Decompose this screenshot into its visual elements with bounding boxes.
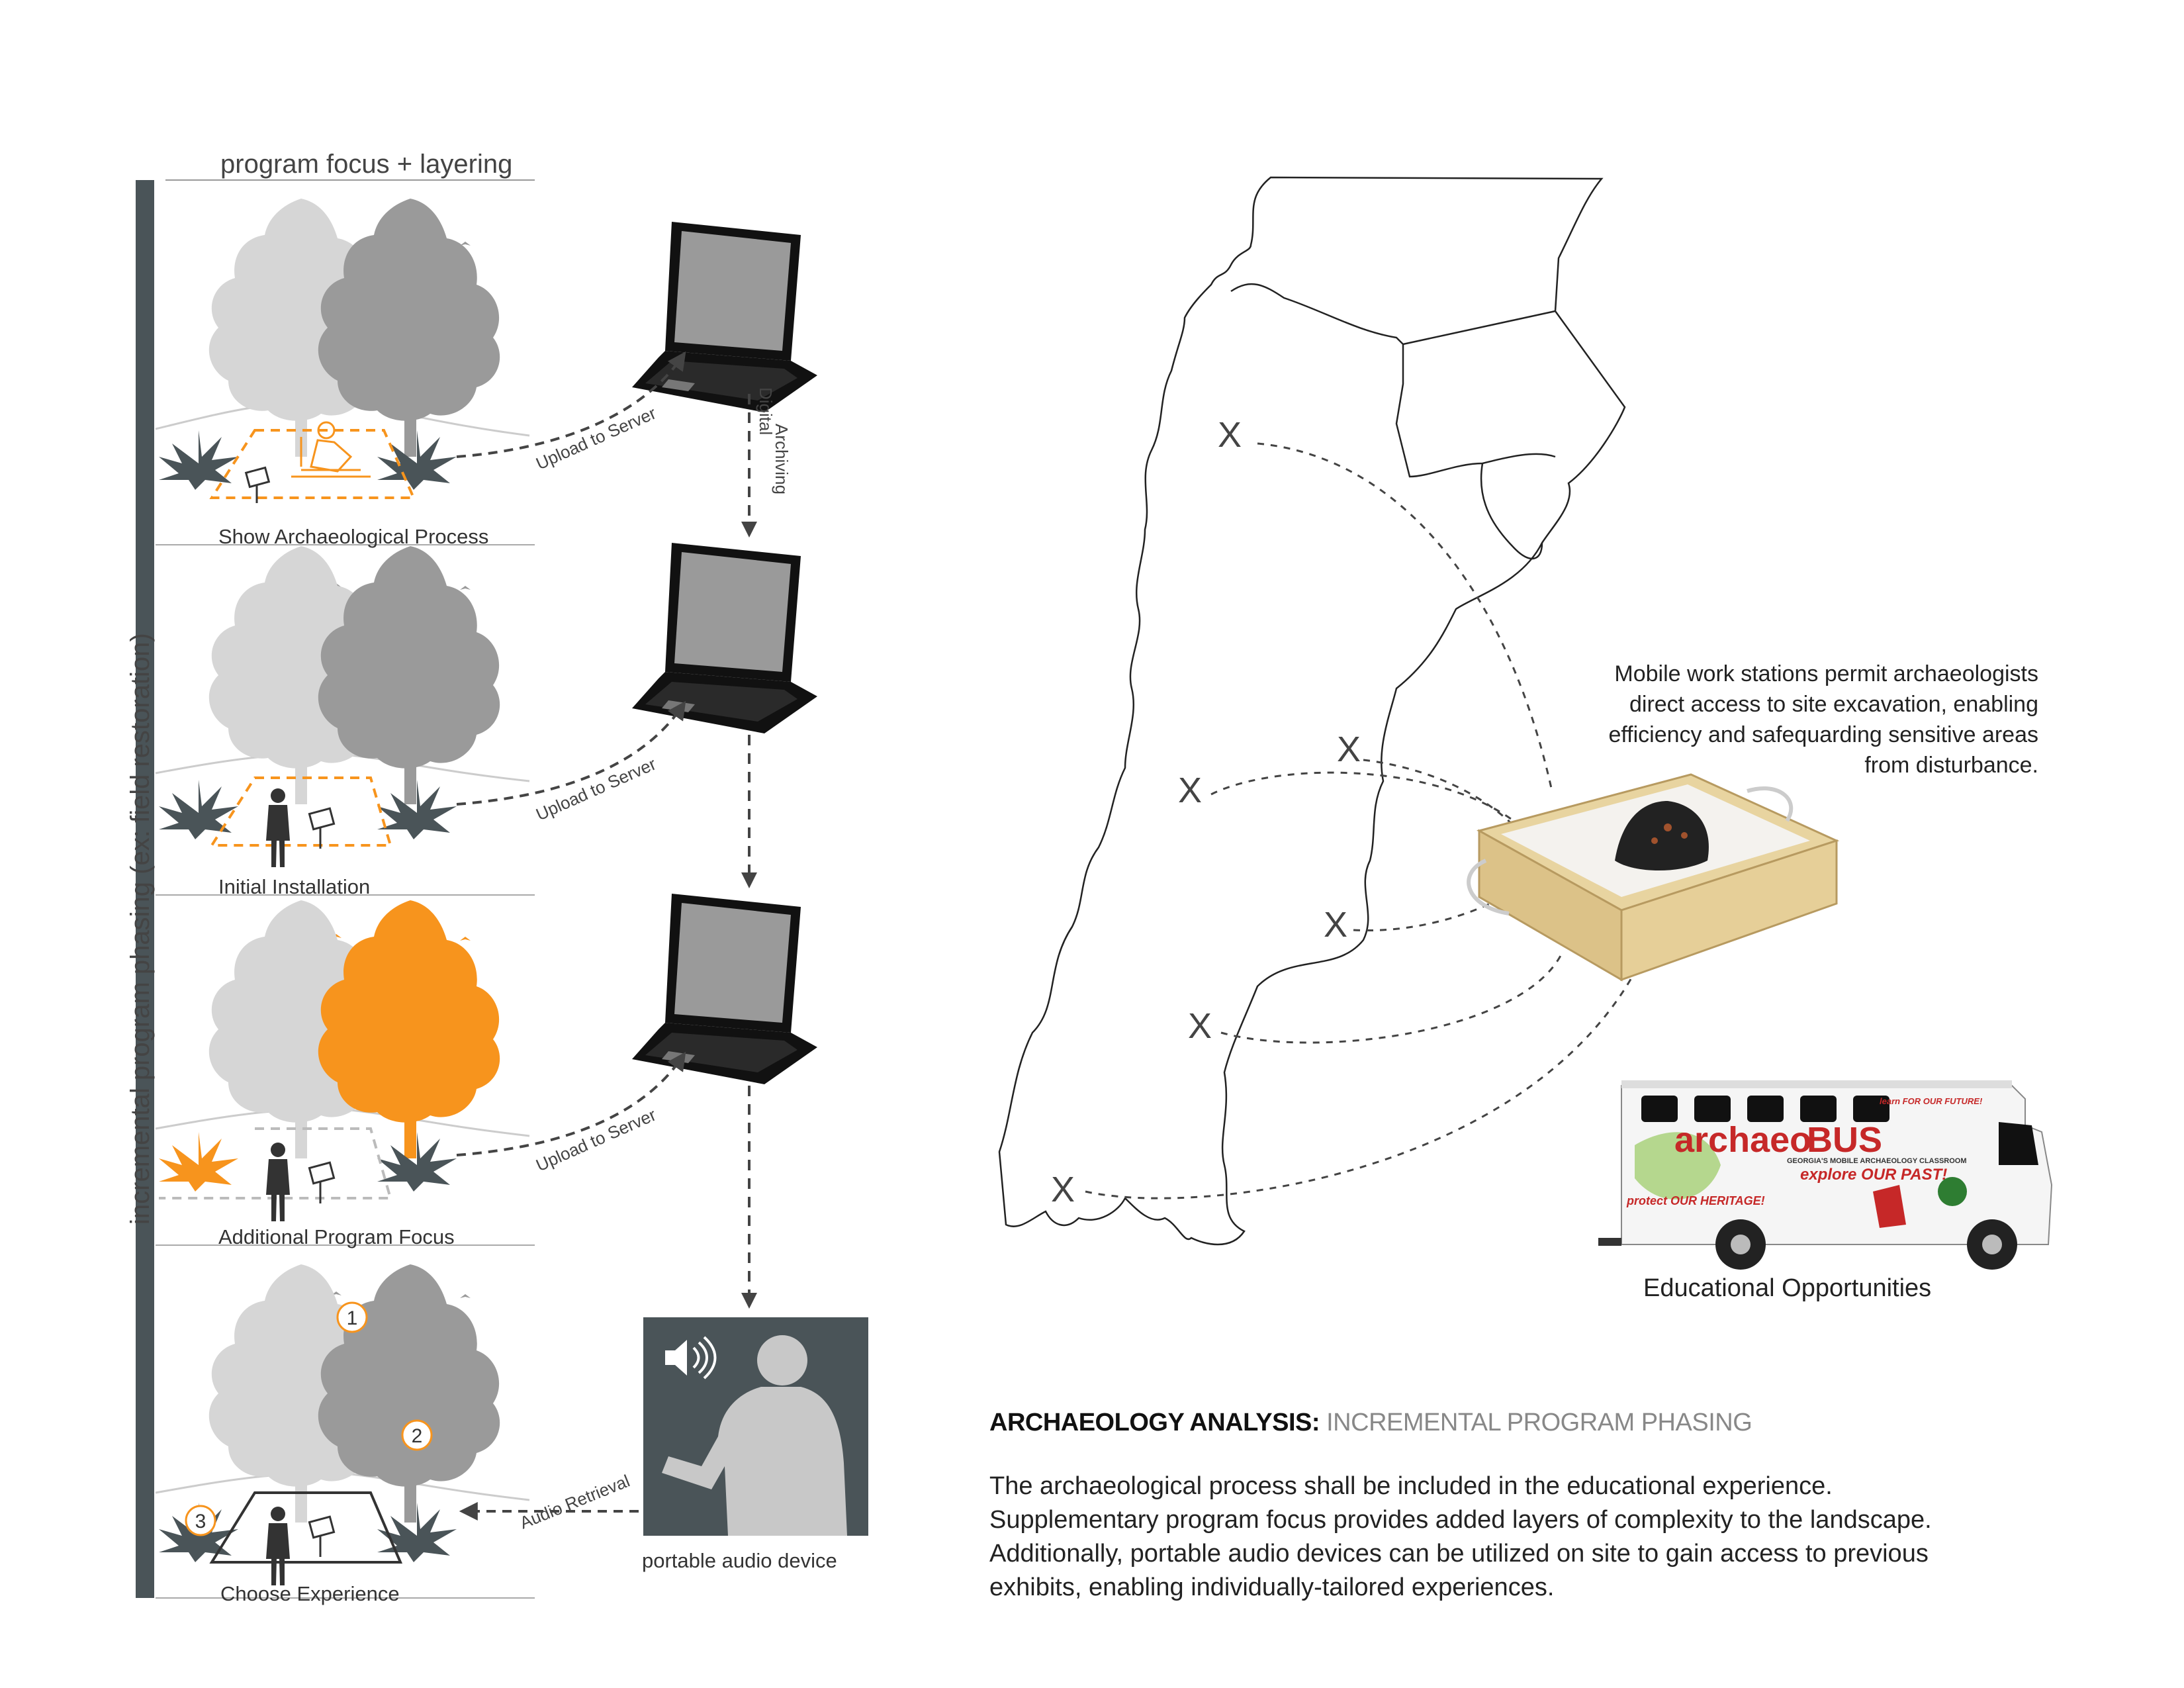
shrub-icon [377,1503,457,1562]
person-icon [266,1507,290,1585]
phase-3-scene [155,900,530,1221]
analysis-title-bold: ARCHAEOLOGY ANALYSIS: [989,1409,1320,1436]
bus-subtitle: GEORGIA'S MOBILE ARCHAEOLOGY CLASSROOM [1787,1157,1967,1165]
analysis-line: exhibits, enabling individually-tailored… [989,1573,1555,1601]
excavation-area [209,429,416,499]
phase-2-scene [155,546,530,867]
tree-icon [318,900,500,1158]
shrub-icon [159,1132,238,1192]
shrub-icon [159,780,238,839]
phase-2-label: Initial Installation [218,875,371,898]
audio-retrieval-label: Audio Retrieval [517,1471,633,1533]
upload-label: Upload to Server [533,403,659,474]
bus-protect: protect OUR HERITAGE! [1626,1194,1765,1207]
site-marker-x: X [1324,905,1347,945]
site-marker-x: X [1051,1170,1075,1209]
analysis-body: The archaeological process shall be incl… [989,1470,2141,1605]
analysis-title: ARCHAEOLOGY ANALYSIS: INCREMENTAL PROGRA… [989,1409,1752,1437]
work-station-line: efficiency and safequarding sensitive ar… [1608,722,2038,747]
experience-area [209,1491,403,1564]
analysis-line: The archaeological process shall be incl… [989,1472,1833,1500]
laptop-icon [632,894,817,1084]
sign-icon [244,466,271,503]
archaeologist-icon [291,421,371,478]
badge-1-text: 1 [347,1307,358,1329]
vertical-phase-label: incremental program phasing (ex: field r… [126,633,155,1225]
tree-icon [318,199,500,457]
person-icon [266,788,290,867]
upload-arrow [456,351,686,458]
tree-icon [318,546,500,804]
bus-slogan: explore OUR PAST! [1800,1166,1947,1184]
archiving-label-2: Archiving [772,424,792,494]
shrub-icon [377,780,457,839]
work-station-line: direct access to site excavation, enabli… [1629,692,2038,717]
analysis-line: Supplementary program focus provides add… [989,1506,1932,1534]
sign-icon [308,1515,336,1557]
speaker-icon [665,1336,717,1380]
phase-4-scene: 1 2 3 [155,1264,530,1585]
bus-learn: learn FOR OUR FUTURE! [1880,1096,1983,1106]
person-icon [266,1143,290,1221]
archiving-label-1: Digital [756,387,776,435]
shrub-icon [377,430,457,490]
tree-icon [318,1264,500,1523]
region-map [998,176,1626,1246]
shrub-icon [377,1132,457,1192]
phase-1-label: Show Archaeological Process [218,525,489,548]
site-marker-x: X [1188,1006,1212,1046]
laptop-icon [632,222,817,412]
shrub-icon [159,430,238,490]
column-title: program focus + layering [220,150,513,179]
badge-3 [185,1505,216,1536]
badge-1 [336,1301,368,1333]
upload-arrow [456,1051,686,1156]
site-marker-x: X [1218,415,1242,455]
analysis-title-light: INCREMENTAL PROGRAM PHASING [1320,1409,1752,1436]
upload-arrow [456,700,686,806]
phase-3-label: Additional Program Focus [218,1225,455,1248]
site-marker-x: X [1337,729,1361,769]
phase-1-scene [155,199,530,503]
phase-4-label: Choose Experience [220,1582,400,1605]
bus-caption: Educational Opportunities [1643,1274,1932,1302]
work-station-tray [1467,773,1840,982]
sign-icon [308,807,336,849]
archaeobus-image: archaeo BUS GEORGIA'S MOBILE ARCHAEOLOGY… [1598,1080,2053,1270]
sign-icon [308,1161,336,1203]
work-station-line: Mobile work stations permit archaeologis… [1614,661,2038,686]
phase-timeline-bar [136,180,154,1598]
bus-brand-1: archaeo [1674,1120,1811,1160]
site-marker-x: X [1178,771,1202,810]
listener-icon [662,1335,847,1536]
work-station-line: from disturbance. [1864,753,2038,778]
bus-brand-2: BUS [1807,1120,1882,1160]
audio-device-panel [643,1317,868,1536]
analysis-line: Additionally, portable audio devices can… [989,1540,1929,1568]
work-station-note: Mobile work stations permit archaeologis… [1509,659,2038,780]
laptop-icon [632,543,817,733]
audio-device-label: portable audio device [642,1549,837,1572]
badge-3-text: 3 [195,1511,206,1532]
badge-2-text: 2 [412,1425,423,1447]
badge-2 [401,1419,433,1451]
